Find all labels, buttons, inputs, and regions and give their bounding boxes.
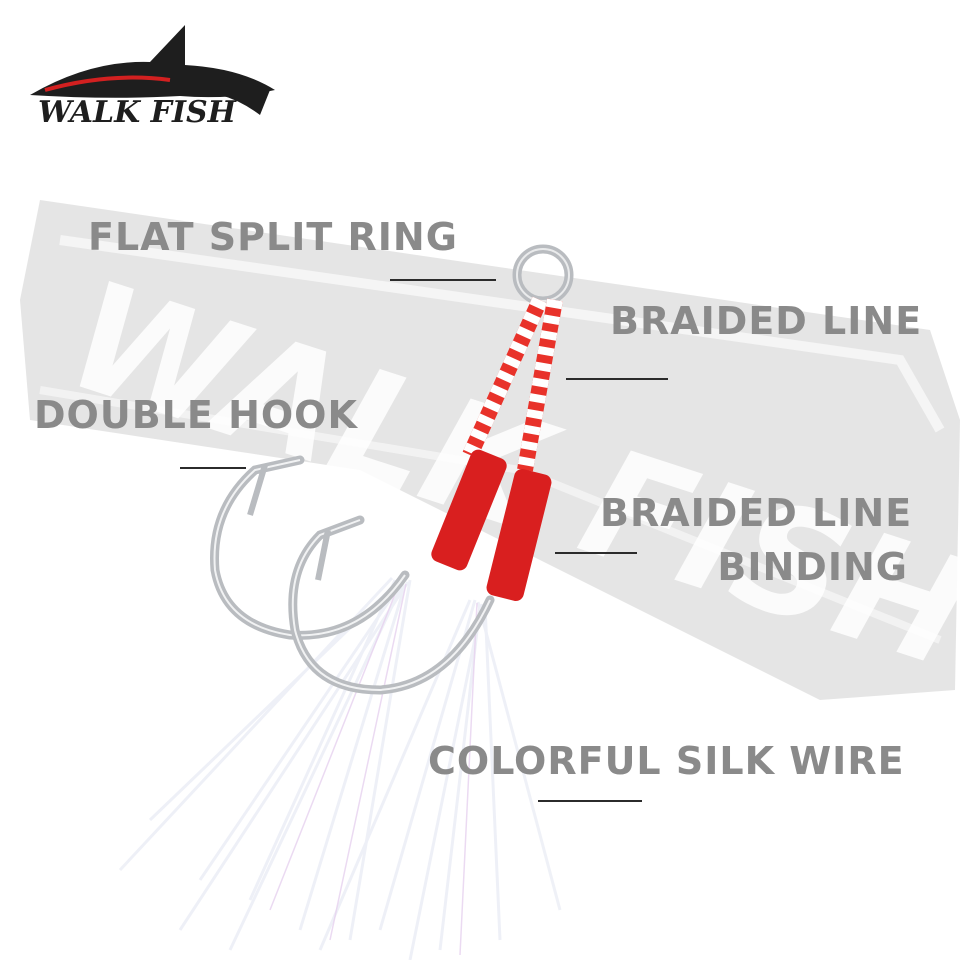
- label-flat-split-ring: FLAT SPLIT RING: [88, 215, 458, 259]
- watermark-brush-band: [20, 200, 960, 700]
- label-braided-line: BRAIDED LINE: [610, 299, 923, 343]
- logo-text: WALK FISH: [38, 95, 238, 130]
- braided-line-binding: [431, 449, 507, 571]
- label-double-hook: DOUBLE HOOK: [34, 393, 358, 437]
- braided-line: [462, 296, 563, 472]
- label-braided-line-binding-2: BINDING: [717, 545, 908, 589]
- label-braided-line-binding-1: BRAIDED LINE: [600, 491, 913, 535]
- leader-colorful-silk-wire: [538, 800, 642, 802]
- leader-flat-split-ring: [390, 279, 496, 281]
- leader-braided-line-binding: [555, 552, 637, 554]
- leader-double-hook: [180, 467, 246, 469]
- label-colorful-silk-wire: COLORFUL SILK WIRE: [428, 739, 905, 783]
- shark-logo-icon: WALK FISH: [30, 25, 275, 130]
- leader-braided-line: [566, 378, 668, 380]
